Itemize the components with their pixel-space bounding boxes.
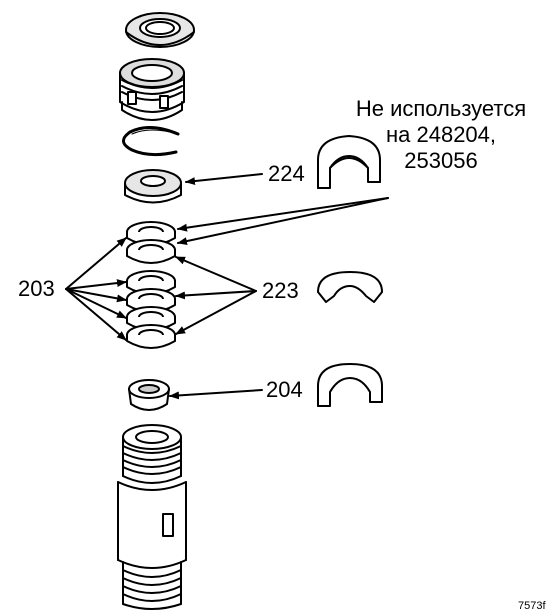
note-line-2: на 248204, [385,122,497,147]
packing-stack [126,221,176,349]
threaded-gland [119,58,185,121]
retainer-224-detail [317,135,381,189]
retainer-204-detail [317,363,383,407]
top-packing-nut [125,12,195,48]
callout-224: 224 [268,161,305,186]
callout-223: 223 [262,278,299,303]
note-line-1: Не используется [355,96,527,121]
figure-id: 7573f [518,600,546,612]
callout-203: 203 [18,276,55,301]
callout-204: 204 [266,377,303,402]
cylinder-body [117,424,187,610]
female-adapter-204 [128,379,170,411]
bearing-224 [124,169,182,204]
note-line-3: 253056 [404,148,478,173]
leader-lines [65,173,389,400]
retaining-ring [122,126,180,157]
retainer-223-detail [317,271,383,303]
not-used-note: Не используется на 248204, 253056 [336,96,546,174]
